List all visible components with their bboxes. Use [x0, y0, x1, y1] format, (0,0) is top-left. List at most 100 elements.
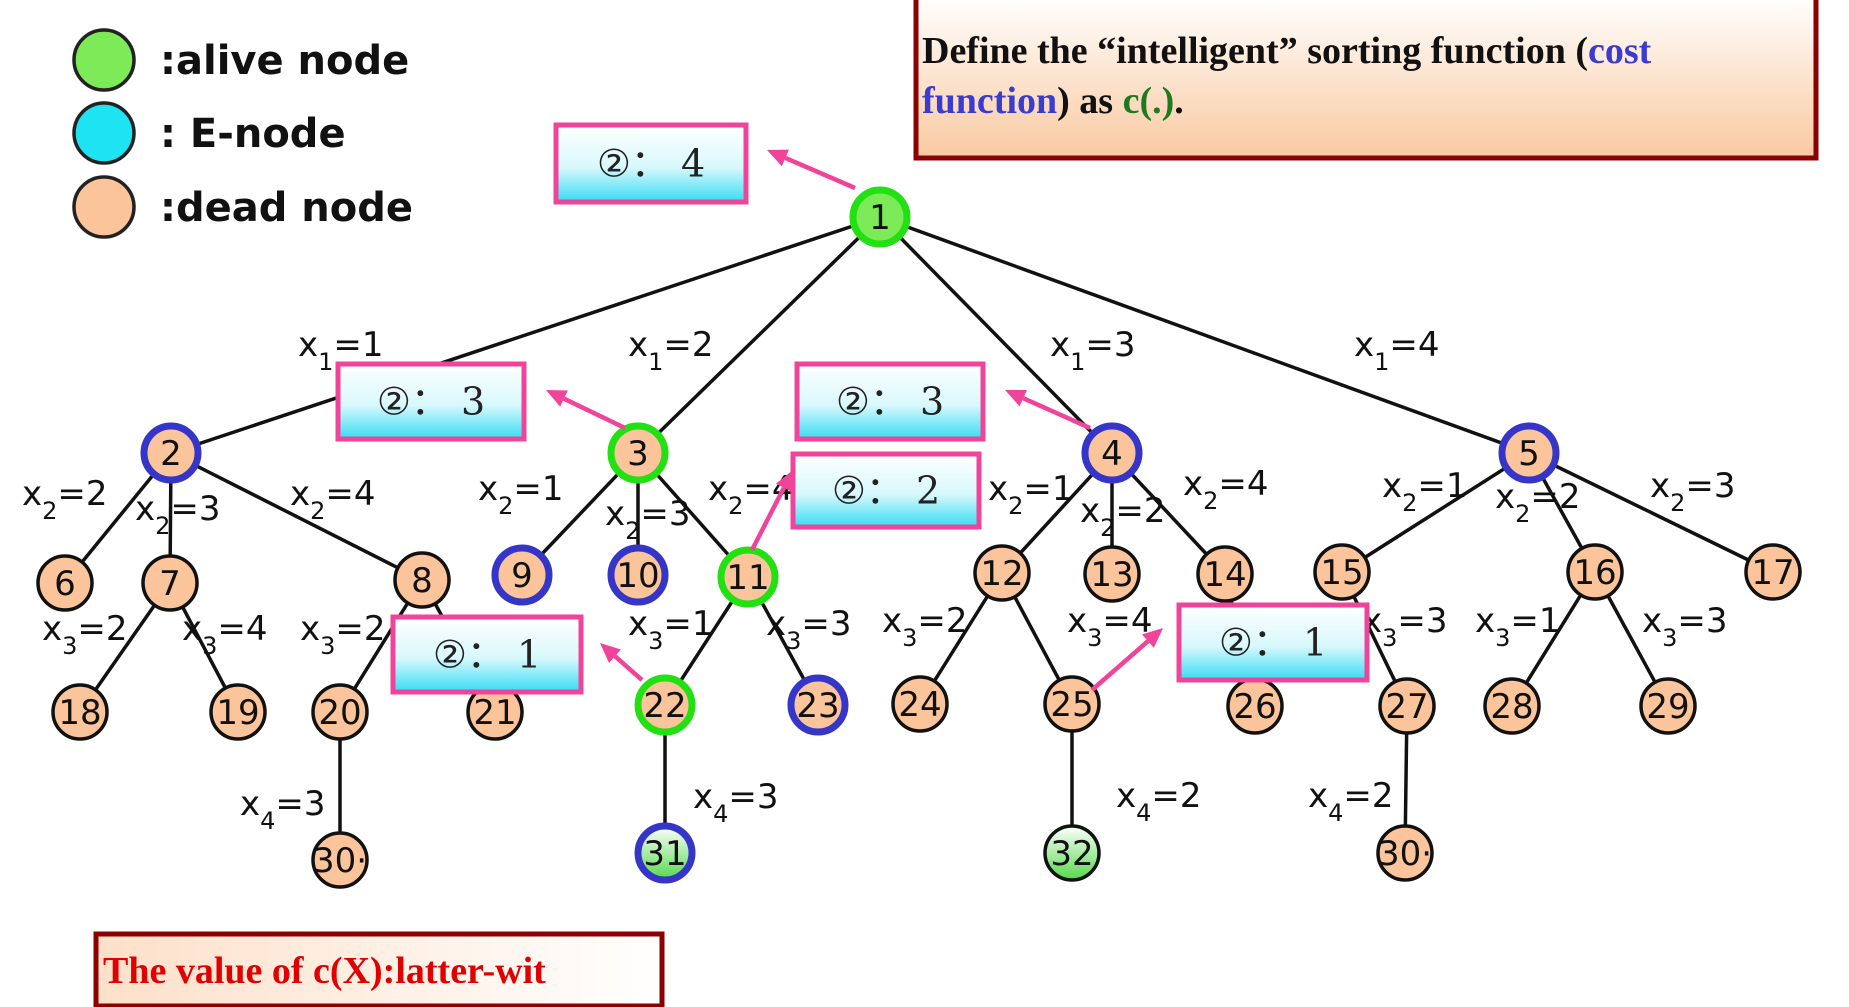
node-label: 11 [726, 558, 769, 598]
node-label: 20 [318, 693, 361, 733]
tree-node-3: 3 [607, 422, 669, 484]
footer-text: The value of c(X):latter-wit [103, 950, 546, 992]
footer-box-frame [93, 931, 665, 1007]
node-label: 26 [1233, 687, 1276, 727]
node-label: 4 [1101, 434, 1123, 474]
tree-node-19: 19 [209, 683, 267, 741]
cost-arrow-22 [600, 643, 644, 682]
tree-node-1: 1 [849, 186, 911, 248]
cost-box-22: ②： 1 [390, 614, 584, 695]
cost-box-11: ②： 2 [790, 451, 982, 530]
cost-box-4: ②： 3 [794, 361, 986, 442]
node-circle [1043, 675, 1101, 733]
legend-swatch [72, 101, 136, 165]
node-circle [393, 551, 451, 609]
edge-label-1-5: x1=4 [1354, 325, 1440, 376]
edge-label-4-13: x2=2 [1080, 491, 1166, 542]
edge-label-12-25: x3=4 [1067, 601, 1153, 652]
definition-highlight-function: function [922, 80, 1057, 122]
edge-label-4-12: x2=1 [988, 469, 1074, 520]
definition-highlight-cost: cost [1588, 30, 1652, 72]
tree-node-8: 8 [393, 551, 451, 609]
node-circle [1081, 422, 1143, 484]
node-circle [1483, 677, 1541, 735]
tree-edge-1-5 [879, 215, 1530, 455]
node-label: 9 [511, 556, 533, 596]
edge-label-3-10: x2=3 [605, 494, 691, 545]
node-circle [209, 683, 267, 741]
node-circle [311, 683, 369, 741]
node-label: 3 [627, 434, 649, 474]
node-label: 10 [616, 556, 659, 596]
node-circle [717, 546, 779, 608]
edge-label-25-32: x4=2 [1116, 776, 1202, 827]
edge-label-4-14: x2=4 [1183, 464, 1269, 515]
tree-node-32: 32 [1043, 824, 1101, 882]
node-circle [1566, 543, 1624, 601]
node-circle [849, 186, 911, 248]
legend: :alive node: E-node:dead node [72, 28, 413, 239]
node-label: 21 [473, 693, 516, 733]
tree-node-16: 16 [1566, 543, 1624, 601]
tree-node-9: 9 [491, 544, 553, 606]
edge-label-2-7: x2=3 [135, 489, 221, 540]
legend-label: :dead node [160, 185, 413, 231]
definition-prefix: Define the “intelligent” sorting functio… [922, 30, 1588, 72]
node-circle [1043, 824, 1101, 882]
node-circle [787, 674, 849, 736]
edge-label-16-28: x3=1 [1475, 601, 1561, 652]
node-label: 29 [1646, 687, 1689, 727]
edge-label-22-31: x4=3 [693, 777, 779, 828]
cost-box-text: ②： 2 [832, 469, 940, 513]
legend-item-3: :dead node [72, 175, 413, 239]
node-label: 23 [796, 686, 839, 726]
node-label: 1 [869, 198, 891, 238]
cost-arrow-2 [546, 390, 626, 431]
tree-node-15: 15 [1313, 543, 1371, 601]
cost-box-text: ②： 1 [1219, 621, 1327, 665]
node-label: 30· [1378, 834, 1432, 874]
node-circle [1378, 677, 1436, 735]
node-circle [634, 674, 696, 736]
tree-edge-1-3 [636, 215, 882, 455]
definition-func-name: c(.) [1123, 80, 1175, 122]
edge-label-2-8: x2=4 [290, 474, 376, 525]
arrows-layer [546, 149, 1163, 692]
tree-node-4: 4 [1081, 422, 1143, 484]
node-circle [607, 544, 669, 606]
tree-node-24: 24 [891, 675, 949, 733]
node-label: 5 [1518, 434, 1540, 474]
edge-label-11-22: x3=1 [628, 604, 714, 655]
node-circle [973, 544, 1031, 602]
cost-arrow-11 [749, 470, 793, 552]
legend-label: : E-node [160, 111, 346, 157]
node-label: 32 [1050, 834, 1093, 874]
tree-edge-1-2 [170, 215, 881, 455]
cost-arrow-1 [767, 149, 856, 191]
node-label: 25 [1050, 685, 1093, 725]
node-label: 18 [58, 693, 101, 733]
legend-item-2: : E-node [72, 101, 346, 165]
tree-node-11: 11 [717, 546, 779, 608]
tree-node-12: 12 [973, 544, 1031, 602]
tree-node-2: 2 [140, 422, 202, 484]
tree-node-22: 22 [634, 674, 696, 736]
tree-node-14: 14 [1196, 545, 1254, 603]
cost-box-2: ②： 3 [335, 361, 527, 442]
edges-layer [63, 215, 1774, 860]
cost-box-text: ②： 4 [597, 142, 705, 186]
node-label: 24 [898, 685, 941, 725]
node-label: 28 [1490, 687, 1533, 727]
edge-label-7-18: x3=2 [42, 609, 128, 660]
tree-node-13: 13 [1083, 545, 1141, 603]
footer-box: The value of c(X):latter-wit [93, 931, 665, 1007]
node-circle [1083, 545, 1141, 603]
node-circle [311, 831, 369, 889]
node-circle [607, 422, 669, 484]
edge-label-5-17: x2=3 [1650, 466, 1736, 517]
node-label: 27 [1385, 687, 1428, 727]
tree-node-6: 6 [36, 554, 94, 612]
tree-node-31: 31 [634, 822, 696, 884]
node-circle [891, 675, 949, 733]
